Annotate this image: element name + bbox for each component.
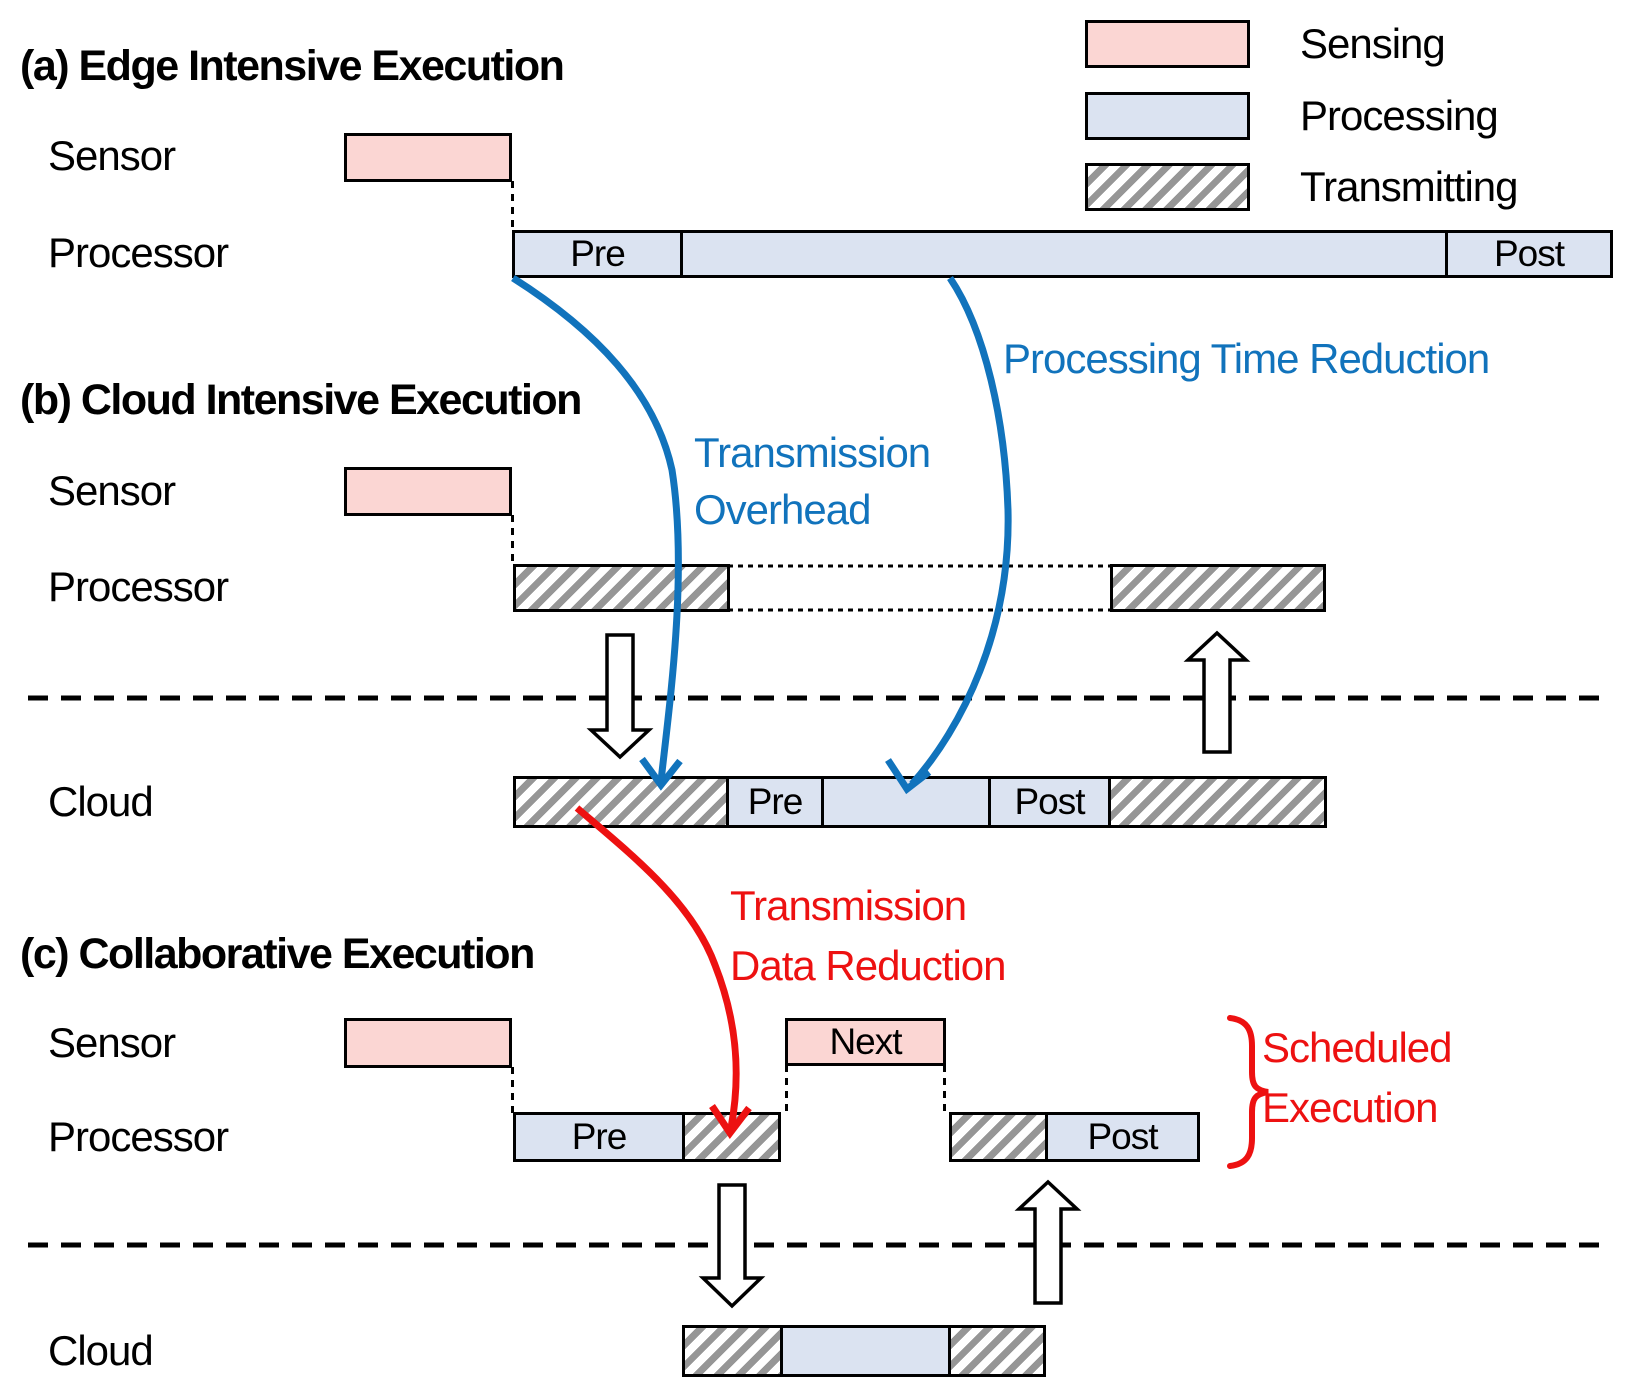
c-processor-transmit-box-2: [949, 1112, 1048, 1162]
c-cloud-processing-box: [780, 1325, 951, 1377]
processing-time-reduction-arrow: [885, 276, 1012, 795]
c-cloud-label: Cloud: [48, 1327, 154, 1374]
legend-transmitting-label: Transmitting: [1300, 163, 1519, 210]
a-processing-main-box: [680, 230, 1448, 278]
scheduled-execution-line1: Scheduled: [1262, 1024, 1452, 1071]
transmission-data-reduction-arrowhead: [709, 1104, 752, 1140]
b-processor-transmit-box-1: [513, 564, 730, 612]
c-sensing-box: [344, 1018, 512, 1068]
b-cloud-processing-box: [821, 776, 991, 828]
b-processor-label: Processor: [48, 563, 229, 610]
a-processing-post-box: Post: [1445, 230, 1613, 278]
c-cloud-transmit-box-2: [948, 1325, 1046, 1377]
c-processor-post-box: Post: [1045, 1112, 1200, 1162]
b-sensor-label: Sensor: [48, 467, 176, 514]
b-cloud-transmit-box-2: [1108, 776, 1327, 828]
b-upload-arrow: [1183, 630, 1251, 754]
transmission-data-reduction-curve: [574, 805, 740, 1129]
processing-time-reduction-curve: [909, 276, 1012, 787]
c-download-arrow: [698, 1183, 766, 1309]
legend-processing-label: Processing: [1300, 92, 1499, 139]
transmission-overhead-arrowhead: [639, 756, 683, 791]
transmission-overhead-arrow: [511, 275, 683, 791]
b-processor-transmit-box-2: [1110, 564, 1326, 612]
a-processing-pre-box: Pre: [512, 230, 683, 278]
transmission-data-reduction-label: Transmission Data Reduction: [730, 876, 1007, 996]
transmission-data-reduction-arrow: [574, 805, 752, 1140]
legend-processing-swatch: [1085, 92, 1250, 140]
scheduled-execution-line2: Execution: [1262, 1084, 1438, 1131]
processing-time-reduction-label: Processing Time Reduction: [1003, 335, 1490, 382]
a-processor-label: Processor: [48, 229, 229, 276]
b-cloud-label: Cloud: [48, 778, 154, 825]
legend-transmitting-swatch: [1085, 163, 1250, 211]
processing-time-reduction-arrowhead: [885, 758, 932, 795]
c-next-sensing-box: Next: [785, 1018, 946, 1066]
b-cloud-post-box: Post: [988, 776, 1111, 828]
scheduled-execution-label: Scheduled Execution: [1262, 1018, 1452, 1138]
c-upload-arrow: [1014, 1179, 1082, 1305]
c-sensor-label: Sensor: [48, 1019, 176, 1066]
a-sensing-box: [344, 133, 512, 182]
c-cloud-transmit-box-1: [682, 1325, 783, 1377]
b-sensing-box: [344, 467, 512, 516]
transmission-data-reduction-line1: Transmission: [730, 882, 967, 929]
section-b-title: (b) Cloud Intensive Execution: [20, 376, 582, 424]
transmission-overhead-label: Transmission Overhead: [694, 424, 931, 538]
legend-sensing-label: Sensing: [1300, 20, 1446, 67]
transmission-overhead-curve: [511, 275, 682, 782]
legend-sensing-swatch: [1085, 20, 1250, 68]
section-a-title: (a) Edge Intensive Execution: [20, 42, 565, 90]
section-c-title: (c) Collaborative Execution: [20, 930, 535, 978]
c-processor-label: Processor: [48, 1113, 229, 1160]
scheduled-execution-brace: [1227, 1015, 1269, 1169]
a-sensor-label: Sensor: [48, 132, 176, 179]
b-download-arrow: [586, 633, 654, 760]
transmission-overhead-line2: Overhead: [694, 486, 871, 533]
transmission-overhead-line1: Transmission: [694, 429, 931, 476]
c-processor-pre-box: Pre: [513, 1112, 685, 1162]
transmission-data-reduction-line2: Data Reduction: [730, 942, 1007, 989]
b-cloud-transmit-box-1: [513, 776, 729, 828]
